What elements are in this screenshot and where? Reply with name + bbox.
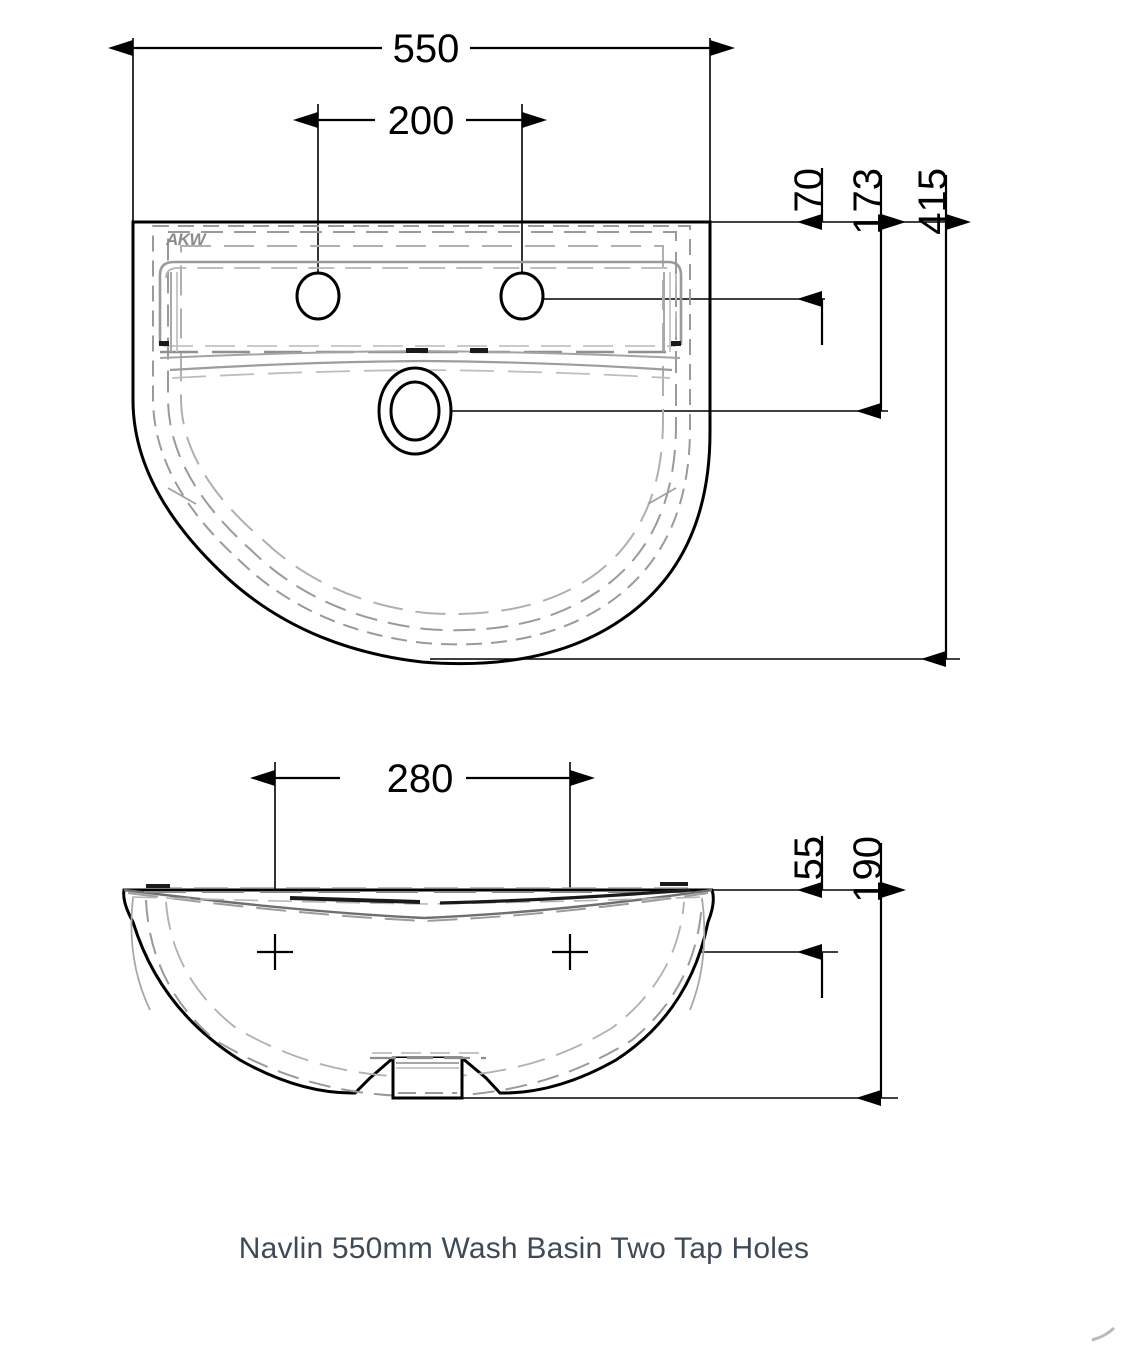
dimension-label-550: 550 — [393, 27, 460, 71]
dimension-label-200: 200 — [388, 99, 455, 143]
tap-hole-crosshair-left — [257, 934, 293, 970]
dimension-label-415: 415 — [911, 168, 955, 235]
elevation-view: 280 55 190 — [122, 757, 906, 1106]
tap-hole-crosshair-right — [552, 934, 588, 970]
waste-spigot-elevation — [370, 1052, 486, 1100]
dimension-label-70: 70 — [787, 168, 831, 213]
waste-outlet-plan — [377, 366, 453, 456]
radius-tick-marks — [167, 487, 677, 505]
rim-inner-dashed — [131, 896, 705, 905]
splashback-inner-line — [165, 267, 677, 345]
akw-logo: AKW — [165, 230, 208, 249]
rim-accent-segments — [146, 882, 691, 905]
basin-hidden-outline-2 — [167, 231, 677, 632]
tap-hole-right — [499, 271, 545, 321]
dimension-label-55: 55 — [787, 836, 831, 881]
basin-outline-plan — [131, 220, 712, 666]
elevation-side-curves — [130, 897, 706, 1011]
tap-hole-left — [295, 271, 341, 321]
dimension-overall-height: 190 — [846, 836, 906, 1106]
dimension-waste-from-back: 173 — [846, 168, 906, 419]
dimension-label-173: 173 — [846, 168, 890, 235]
splashback-outer-line — [158, 260, 683, 345]
dimension-rim-to-tap: 55 — [787, 836, 831, 898]
drawing-caption: Navlin 550mm Wash Basin Two Tap Holes — [239, 1232, 809, 1265]
rim-top-curve-dashed — [127, 892, 709, 923]
rim-top-curve — [123, 888, 713, 920]
plan-view: 550 200 70 173 415 — [108, 27, 971, 667]
dimension-tap-from-back: 70 — [787, 168, 831, 230]
dimension-tap-span: 280 — [250, 757, 595, 801]
basin-hidden-outline-1 — [152, 225, 691, 646]
dimension-overall-width: 550 — [108, 27, 735, 71]
basin-side-wall-lines — [170, 272, 671, 352]
dimension-overall-depth: 415 — [911, 168, 971, 667]
corner-mark — [1091, 1326, 1116, 1342]
dimension-tap-spacing: 200 — [293, 99, 547, 143]
dimension-label-280: 280 — [387, 757, 454, 801]
basin-bowl-rim — [180, 245, 664, 615]
dimension-label-190: 190 — [846, 836, 890, 903]
